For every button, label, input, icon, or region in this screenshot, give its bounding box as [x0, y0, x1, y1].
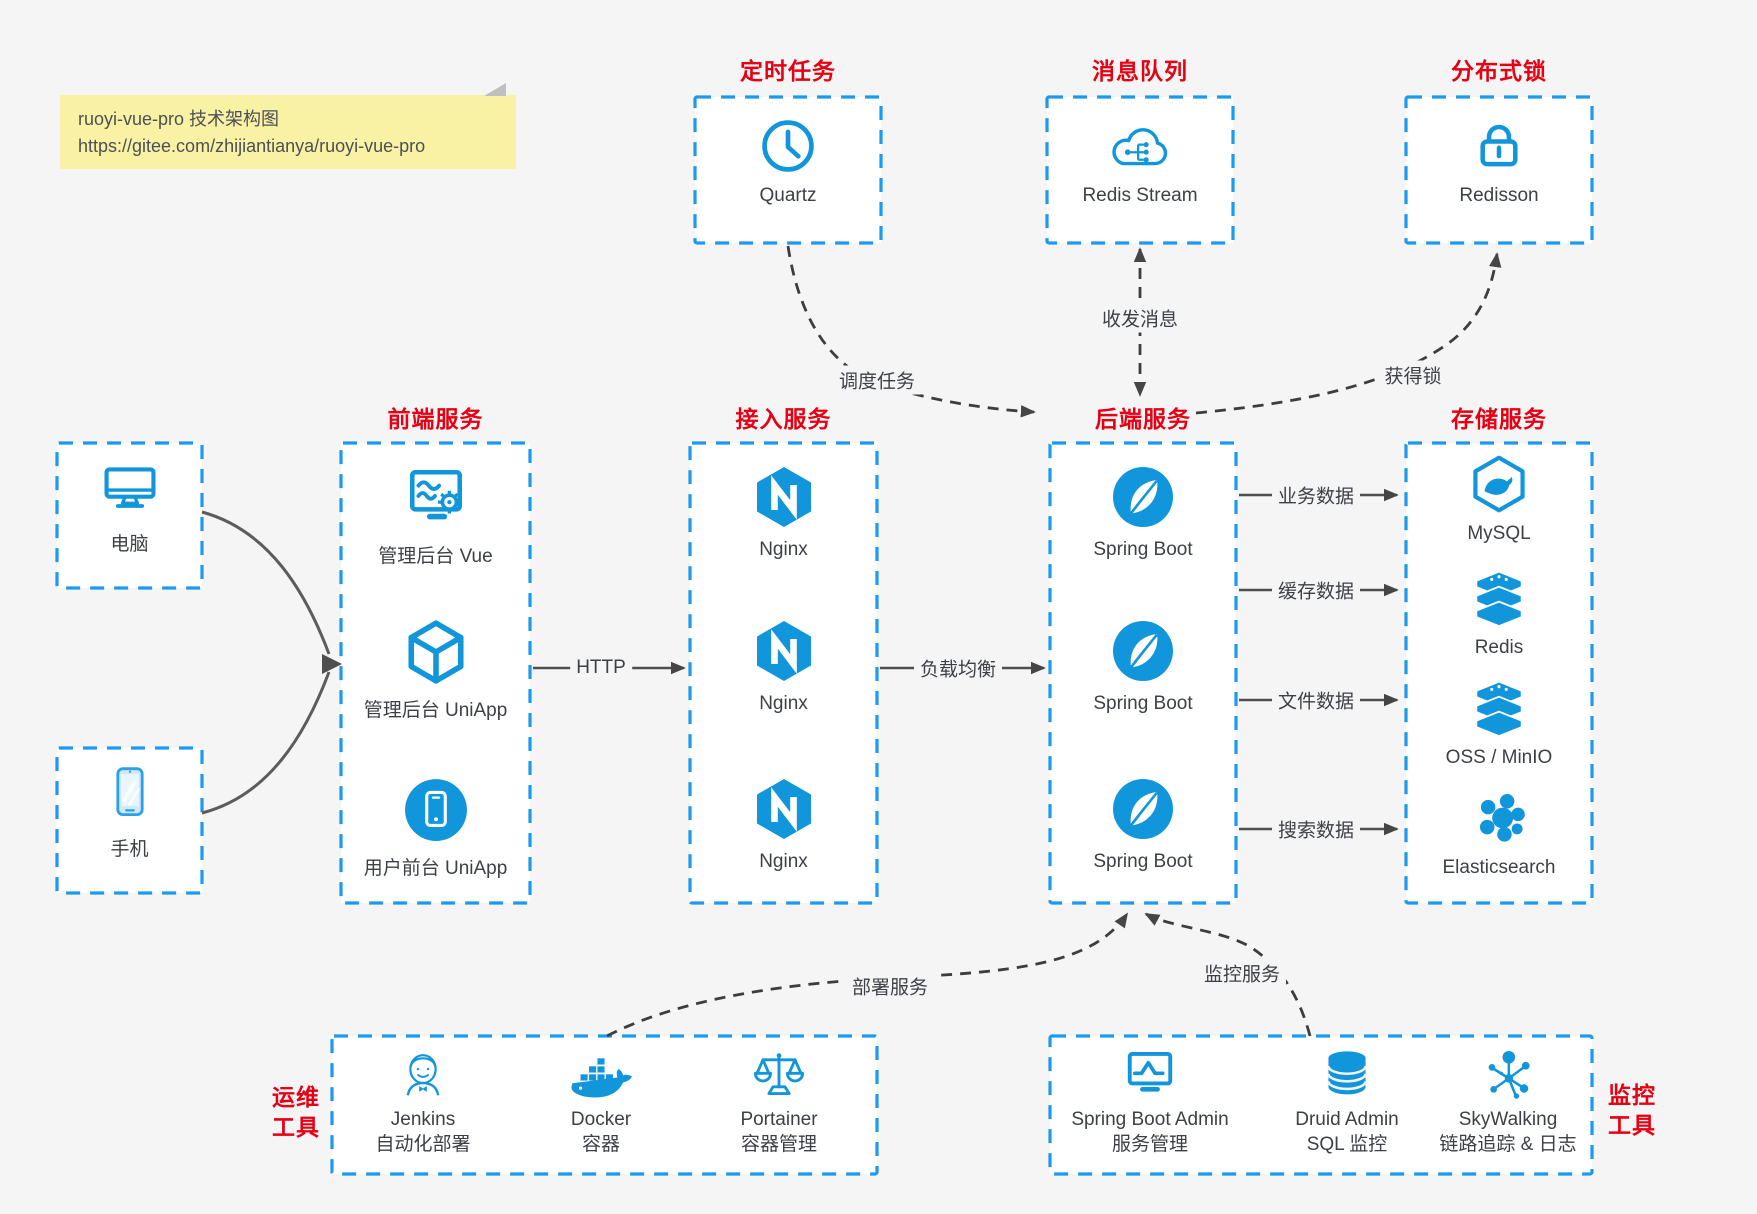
- mobile-client-label: 手机: [110, 839, 149, 860]
- storage-item-mysql: MySQL: [1406, 455, 1592, 545]
- monitor-title-line-1: 监控: [1608, 1082, 1656, 1108]
- item-label: Redis: [1474, 637, 1524, 658]
- tool-druid-admin: Druid Admin SQL 监控: [1227, 1048, 1467, 1158]
- tool-portainer: Portainer 容器管理: [659, 1048, 899, 1158]
- backend-item-spring-2: Spring Boot: [1050, 619, 1236, 715]
- tool-sublabel: 链路追踪 & 日志: [1439, 1134, 1577, 1156]
- tool-skywalking: SkyWalking 链路追踪 & 日志: [1388, 1048, 1628, 1158]
- frontend-item-admin-vue: 管理后台 Vue: [341, 465, 530, 568]
- tool-label: Spring Boot Admin: [1071, 1109, 1229, 1130]
- tool-sublabel: 容器: [581, 1134, 620, 1156]
- edge-label-message: 收发消息: [1095, 303, 1185, 333]
- mobile-client-node: 手机: [57, 748, 202, 893]
- edge-label-file-data: 文件数据: [1271, 685, 1361, 715]
- client-merge-arrows: [201, 510, 331, 815]
- frontend-item-user-uniapp: 用户前台 UniApp: [341, 777, 530, 880]
- storage-item-elasticsearch: Elasticsearch: [1406, 789, 1592, 879]
- frontend-item-admin-uniapp: 管理后台 UniApp: [341, 619, 530, 722]
- edge-label-load-balance: 负载均衡: [913, 653, 1003, 683]
- column-title-gateway: 接入服务: [735, 406, 832, 432]
- column-title-frontend: 前端服务: [387, 406, 484, 432]
- edge-label-business-data: 业务数据: [1271, 480, 1361, 510]
- gateway-services-box: Nginx Nginx Nginx: [690, 443, 877, 903]
- tool-sublabel: 服务管理: [1111, 1134, 1188, 1156]
- edge-label-lock: 获得锁: [1378, 360, 1448, 390]
- tool-label: Druid Admin: [1295, 1109, 1399, 1130]
- quartz-label: Quartz: [759, 185, 817, 206]
- gateway-item-nginx-1: Nginx: [690, 465, 877, 561]
- item-label: Elasticsearch: [1442, 857, 1556, 878]
- docker-icon: [569, 1052, 633, 1102]
- edge-label-http: HTTP: [570, 656, 632, 680]
- storage-item-redis: Redis: [1406, 569, 1592, 659]
- item-label: Nginx: [759, 851, 808, 872]
- redisson-node: Redisson: [1406, 97, 1592, 243]
- group-title-distributed-lock: 分布式锁: [1451, 58, 1547, 84]
- druid-icon: [1320, 1048, 1374, 1102]
- edge-label-monitor: 监控服务: [1197, 958, 1287, 988]
- item-label: Spring Boot: [1093, 539, 1193, 560]
- tool-sublabel: 容器管理: [740, 1134, 817, 1156]
- ops-title-line-2: 工具: [272, 1113, 320, 1140]
- tool-jenkins: Jenkins 自动化部署: [303, 1048, 543, 1158]
- item-label: Nginx: [759, 539, 808, 560]
- spring-boot-admin-icon: [1123, 1048, 1177, 1102]
- tool-label: Docker: [570, 1109, 632, 1130]
- frontend-services-box: 管理后台 Vue 管理后台 UniApp 用户前台 UniApp: [341, 443, 530, 903]
- gateway-item-nginx-3: Nginx: [690, 777, 877, 873]
- dashed-borders: [55, 95, 1594, 1176]
- dashed-arrows: [606, 245, 1502, 1038]
- storage-item-oss-minio: OSS / MinIO: [1406, 679, 1592, 769]
- portainer-icon: [752, 1048, 806, 1102]
- sticky-note: ruoyi-vue-pro 技术架构图 https://gitee.com/zh…: [60, 83, 516, 169]
- tool-label: Portainer: [740, 1109, 818, 1130]
- item-label: MySQL: [1467, 523, 1531, 544]
- tool-label: SkyWalking: [1458, 1109, 1558, 1130]
- edge-label-deploy: 部署服务: [845, 971, 935, 1001]
- merge-arrowhead: [322, 654, 342, 674]
- edge-label-schedule: 调度任务: [832, 365, 922, 395]
- column-title-storage: 存储服务: [1451, 406, 1547, 432]
- skywalking-icon: [1481, 1048, 1535, 1102]
- backend-item-spring-3: Spring Boot: [1050, 777, 1236, 873]
- tool-label: Jenkins: [390, 1109, 456, 1130]
- quartz-node: Quartz: [695, 97, 881, 243]
- redis-stream-label: Redis Stream: [1082, 185, 1198, 206]
- jenkins-icon: [396, 1048, 450, 1102]
- storage-services-box: MySQL Redis OSS / MinIO Elasticsearch: [1406, 443, 1592, 903]
- tool-spring-boot-admin: Spring Boot Admin 服务管理: [1030, 1048, 1270, 1158]
- item-label: 用户前台 UniApp: [363, 858, 508, 879]
- ops-tools-title: 运维 工具: [250, 1083, 320, 1143]
- edge-label-search-data: 搜索数据: [1271, 814, 1361, 844]
- note-fold-corner: [484, 83, 506, 96]
- monitor-tools-box: [1050, 1036, 1592, 1174]
- column-title-backend: 后端服务: [1095, 406, 1191, 432]
- redis-stream-node: Redis Stream: [1047, 97, 1233, 243]
- tool-sublabel: 自动化部署: [375, 1134, 471, 1156]
- group-title-message-queue: 消息队列: [1092, 58, 1188, 84]
- monitor-tools-title: 监控 工具: [1608, 1081, 1678, 1141]
- backend-item-spring-1: Spring Boot: [1050, 465, 1236, 561]
- tool-sublabel: SQL 监控: [1306, 1134, 1388, 1156]
- note-url: https://gitee.com/zhijiantianya/ruoyi-vu…: [78, 136, 426, 156]
- backend-services-box: Spring Boot Spring Boot Spring Boot: [1050, 443, 1236, 903]
- pc-client-label: 电脑: [110, 534, 149, 555]
- item-label: OSS / MinIO: [1445, 747, 1553, 768]
- monitor-title-line-2: 工具: [1608, 1111, 1656, 1138]
- item-label: 管理后台 UniApp: [363, 700, 508, 721]
- tool-docker: Docker 容器: [481, 1048, 721, 1158]
- pc-client-node: 电脑: [57, 443, 202, 588]
- group-title-scheduled-task: 定时任务: [740, 58, 836, 84]
- note-title: ruoyi-vue-pro 技术架构图: [78, 109, 280, 129]
- gateway-item-nginx-2: Nginx: [690, 619, 877, 715]
- item-label: 管理后台 Vue: [378, 546, 493, 567]
- item-label: Spring Boot: [1093, 851, 1193, 872]
- redisson-label: Redisson: [1459, 185, 1539, 206]
- edge-label-cache-data: 缓存数据: [1271, 575, 1361, 605]
- ops-title-line-1: 运维: [272, 1084, 320, 1110]
- item-label: Nginx: [759, 693, 808, 714]
- item-label: Spring Boot: [1093, 693, 1193, 714]
